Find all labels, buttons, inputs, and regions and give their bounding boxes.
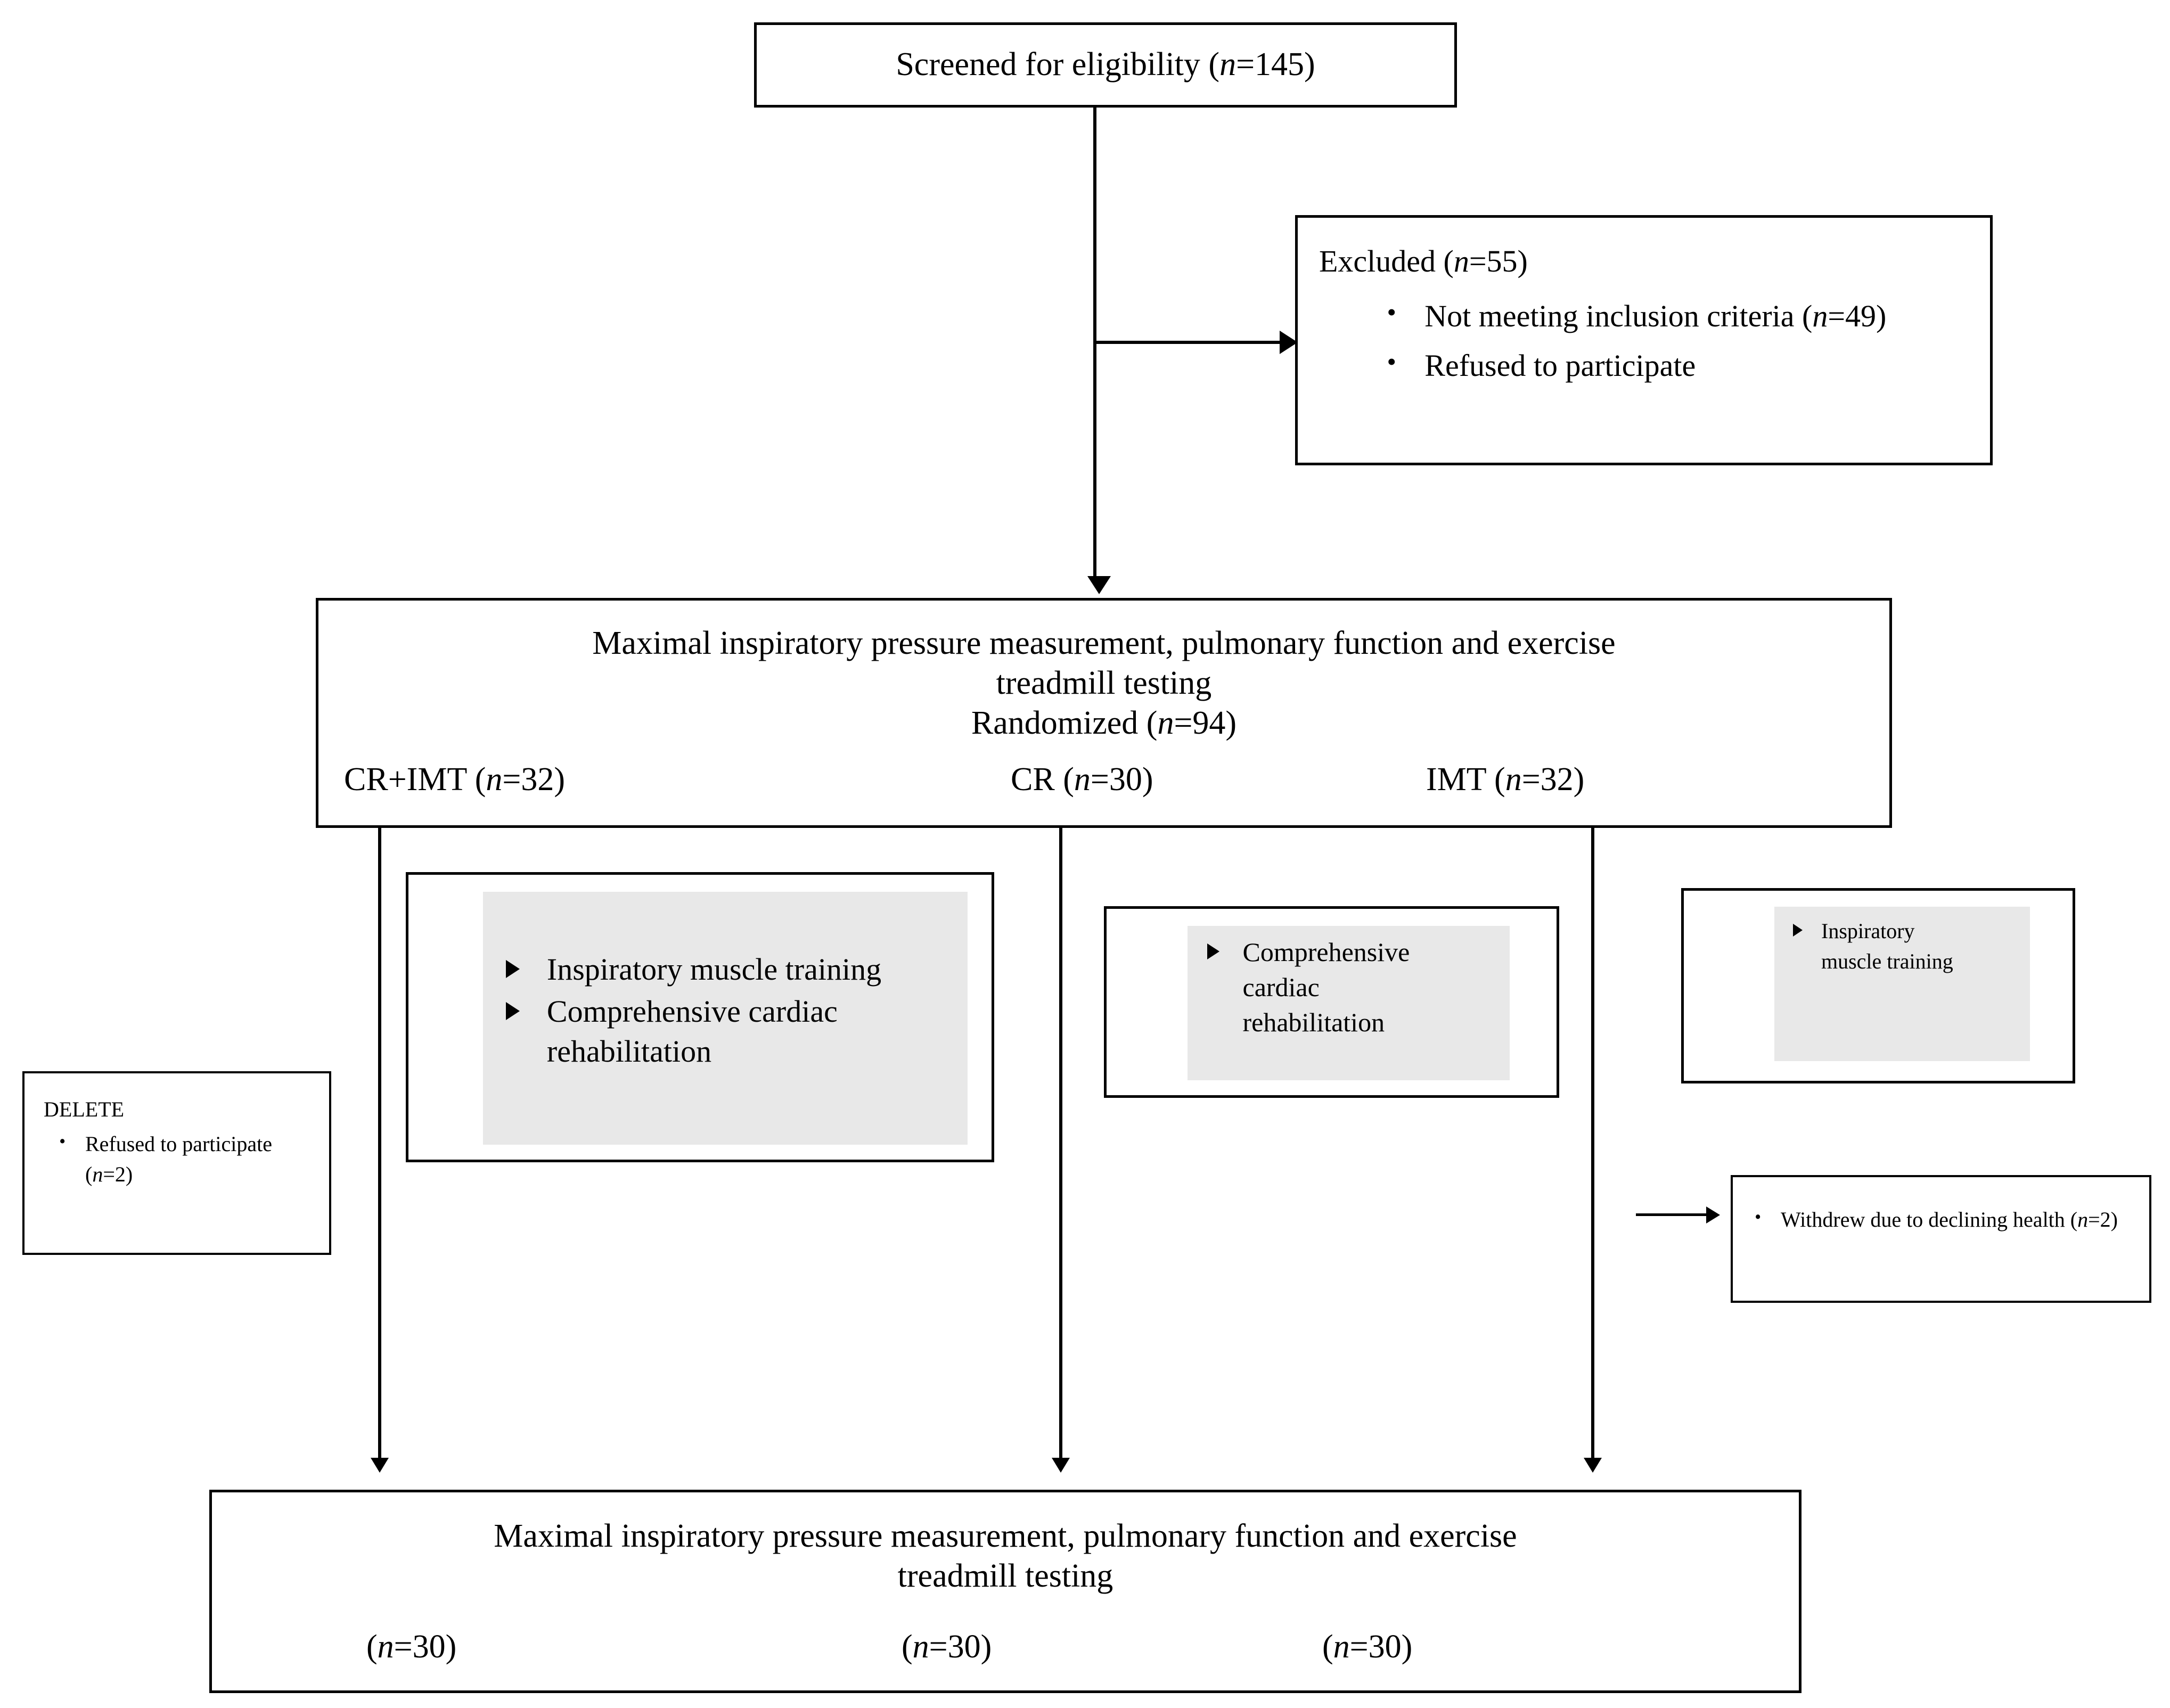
excluded-item-0-pre: Not meeting inclusion criteria ( (1424, 299, 1813, 334)
delete-note-box: DELETE Refused to participate (n=2) (22, 1071, 331, 1255)
delete-note-list: Refused to participate (n=2) (56, 1129, 316, 1190)
intervention-box-imt: Inspiratory muscle training (1681, 888, 2075, 1083)
list-item: Withdrew due to declining health (n=2) (1752, 1204, 2130, 1235)
screened-n-value: =145) (1236, 46, 1315, 83)
intervention-list-imt: Inspiratory muscle training (1788, 916, 1969, 978)
connector-to-withdrew-stub (1636, 1213, 1710, 1216)
group-cr-imt-pre: CR+IMT ( (344, 761, 486, 798)
group-cr-pre: CR ( (1011, 761, 1074, 798)
outcome-count-row: (n=30) (n=30) (n=30) (212, 1628, 1799, 1670)
connector-arm-cr-imt (378, 828, 381, 1459)
randomized-n-italic: n (1157, 705, 1174, 742)
delete-note-item-italic: n (92, 1162, 103, 1186)
highlight-band-cr-imt (483, 892, 968, 1145)
excluded-heading-post: =55) (1469, 244, 1528, 278)
randomized-n-post: =94) (1174, 705, 1237, 742)
outcome-count-2-pre: ( (1322, 1629, 1333, 1665)
group-cr-post: =30) (1090, 761, 1153, 798)
group-imt-italic: n (1505, 761, 1522, 798)
withdrew-note-box: Withdrew due to declining health (n=2) (1731, 1175, 2151, 1303)
group-cr-italic: n (1074, 761, 1091, 798)
outcome-count-2-italic: n (1333, 1629, 1350, 1665)
excluded-item-0-italic: n (1812, 299, 1828, 334)
highlight-band-cr (1188, 926, 1510, 1080)
group-cr-imt-italic: n (486, 761, 503, 798)
randomized-group-row: CR+IMT (n=32) CR (n=30) IMT (n=32) (318, 760, 1889, 803)
arrowhead-into-withdrew (1706, 1206, 1720, 1223)
group-label-cr: CR (n=30) (1011, 760, 1153, 799)
excluded-heading-pre: Excluded ( (1319, 244, 1454, 278)
list-item: Inspiratory muscle training (499, 949, 957, 989)
group-label-imt: IMT (n=32) (1426, 760, 1584, 799)
group-imt-pre: IMT ( (1426, 761, 1505, 798)
outcome-count-imt: (n=30) (1322, 1628, 1412, 1666)
delete-note-item-pre: Refused to participate ( (85, 1131, 272, 1186)
excluded-heading: Excluded (n=55) (1298, 218, 1990, 281)
outcome-count-0-pre: ( (366, 1629, 378, 1665)
list-item: Not meeting inclusion criteria (n=49) (1383, 295, 1969, 336)
list-item: Comprehensive cardiac rehabilitation (499, 991, 957, 1072)
outcome-count-cr-imt: (n=30) (366, 1628, 456, 1666)
connector-arm-cr (1059, 828, 1062, 1459)
list-item: Refused to participate (n=2) (56, 1129, 316, 1190)
list-item: Refused to participate (1383, 345, 1969, 385)
excluded-item-1-pre: Refused to participate (1424, 348, 1696, 383)
excluded-heading-italic: n (1453, 244, 1469, 278)
withdrew-item-post: =2) (2088, 1208, 2118, 1231)
connector-to-excluded (1093, 341, 1285, 344)
intervention-list-cr: Comprehensive cardiac rehabilitation (1201, 934, 1436, 1041)
delete-note-item-post: =2) (103, 1162, 133, 1186)
outcome-count-cr: (n=30) (902, 1628, 992, 1666)
outcome-count-1-italic: n (912, 1629, 929, 1665)
withdrew-item-italic: n (2077, 1208, 2089, 1231)
outcome-count-0-italic: n (377, 1629, 394, 1665)
withdrew-note-list: Withdrew due to declining health (n=2) (1752, 1204, 2130, 1235)
screened-n-italic: n (1219, 46, 1237, 83)
screened-label: Screened for eligibility (n=145) (757, 25, 1454, 84)
arrowhead-into-excluded (1280, 331, 1298, 354)
randomized-baseline-box: Maximal inspiratory pressure measurement… (316, 598, 1892, 828)
excluded-box: Excluded (n=55) Not meeting inclusion cr… (1295, 215, 1993, 465)
list-item: Inspiratory muscle training (1788, 916, 1969, 977)
group-cr-imt-post: =32) (502, 761, 565, 798)
group-imt-post: =32) (1521, 761, 1585, 798)
outcome-count-1-post: =30) (929, 1629, 992, 1665)
intervention-box-cr-imt: Inspiratory muscle training Comprehensiv… (406, 872, 994, 1162)
outcome-line-1: Maximal inspiratory pressure measurement… (494, 1518, 1517, 1554)
outcome-line-2: treadmill testing (897, 1558, 1113, 1595)
randomized-line-1: Maximal inspiratory pressure measurement… (592, 625, 1616, 661)
screened-text: Screened for eligibility ( (896, 46, 1220, 83)
arrowhead-arm-imt (1584, 1458, 1602, 1473)
randomized-line-3: Randomized (n=94) (318, 703, 1889, 743)
intervention-box-cr: Comprehensive cardiac rehabilitation (1104, 906, 1559, 1098)
randomized-line-2: treadmill testing (996, 665, 1212, 702)
delete-note-heading: DELETE (44, 1097, 125, 1121)
excluded-item-0-post: =49) (1828, 299, 1887, 334)
excluded-reason-list: Not meeting inclusion criteria (n=49) Re… (1383, 295, 1969, 385)
withdrew-item-pre: Withdrew due to declining health ( (1781, 1208, 2078, 1231)
arrowhead-arm-cr (1052, 1458, 1070, 1473)
screened-for-eligibility-box: Screened for eligibility (n=145) (754, 22, 1457, 108)
randomized-n-pre: Randomized ( (971, 705, 1158, 742)
connector-arm-imt (1591, 828, 1594, 1459)
highlight-band-imt (1774, 907, 2030, 1061)
outcome-count-0-post: =30) (394, 1629, 457, 1665)
arrowhead-into-randomized (1087, 576, 1111, 594)
intervention-list-cr-imt: Inspiratory muscle training Comprehensiv… (499, 949, 957, 1073)
arrowhead-arm-cr-imt (371, 1458, 389, 1473)
outcome-count-1-pre: ( (902, 1629, 913, 1665)
list-item: Comprehensive cardiac rehabilitation (1201, 934, 1436, 1040)
outcome-assessment-box: Maximal inspiratory pressure measurement… (209, 1490, 1801, 1693)
group-label-cr-imt: CR+IMT (n=32) (344, 760, 565, 799)
outcome-count-2-post: =30) (1349, 1629, 1413, 1665)
